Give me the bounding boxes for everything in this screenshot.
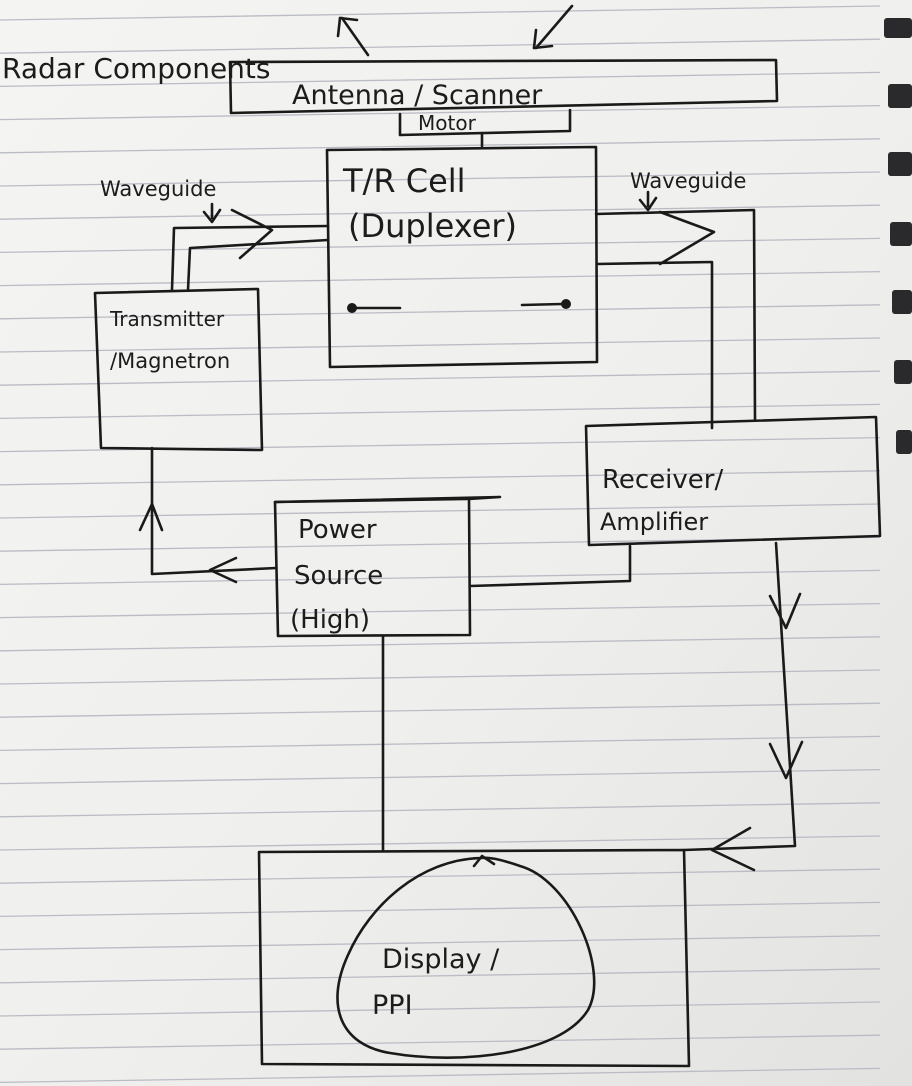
ruled-line	[0, 868, 881, 884]
ruled-line	[0, 1067, 881, 1084]
ruled-line	[0, 934, 881, 951]
display-box: Display / PPI	[257, 848, 691, 1068]
transmitter-box: Transmitter /Magnetron	[93, 287, 264, 452]
receiver-box: Receiver/ Amplifier	[584, 415, 882, 547]
ruled-line	[0, 403, 881, 420]
ruled-line	[0, 569, 881, 586]
ruled-line	[0, 104, 881, 121]
antenna-rotation-arrows	[336, 4, 574, 57]
duplexer-label: (Duplexer)	[348, 207, 517, 245]
waveguide-left: Waveguide	[100, 177, 330, 292]
ruled-line	[0, 71, 881, 88]
amplifier-label: Amplifier	[600, 508, 708, 536]
tr-cell-box: T/R Cell (Duplexer)	[325, 145, 599, 369]
source-label: Source	[294, 561, 383, 591]
waveguide-right-label: Waveguide	[630, 169, 746, 193]
tr-cell-label: T/R Cell	[342, 162, 466, 200]
ruled-line	[0, 602, 881, 619]
spiral-binding	[884, 18, 912, 454]
ruled-line	[0, 237, 881, 254]
ruled-line	[0, 204, 881, 220]
display-label: Display /	[382, 944, 500, 975]
tr-cell-contact-left	[347, 303, 357, 313]
ruled-line	[0, 636, 881, 652]
magnetron-label: /Magnetron	[110, 349, 230, 373]
high-label: (High)	[290, 605, 370, 635]
power-to-transmitter-link	[138, 446, 278, 584]
tr-cell-contact-right	[561, 299, 571, 309]
receiver-label: Receiver/	[602, 465, 723, 495]
power-to-receiver-link	[468, 544, 632, 588]
ruled-line	[0, 901, 881, 918]
ruled-line	[0, 370, 881, 386]
title-radar-components: Radar Components	[2, 52, 271, 85]
ruled-line	[0, 1034, 881, 1050]
ruled-line	[0, 171, 881, 187]
transmitter-label: Transmitter	[109, 307, 225, 331]
ppi-label: PPI	[372, 990, 413, 1021]
ruled-line	[0, 702, 881, 718]
ruled-line	[0, 38, 881, 54]
ruled-line	[0, 304, 881, 320]
ruled-line	[0, 138, 881, 154]
ruled-line	[0, 768, 881, 785]
ruled-line	[0, 270, 881, 287]
antenna-scanner-box: Antenna / Scanner	[228, 58, 779, 115]
motor-label: Motor	[418, 111, 477, 135]
power-source-box: Power Source (High)	[273, 495, 502, 638]
ruled-line	[0, 337, 881, 353]
ruled-line	[0, 470, 881, 486]
ruled-line	[0, 669, 881, 685]
receiver-to-display-link	[682, 541, 804, 872]
waveguide-right: Waveguide	[594, 169, 757, 430]
ruled-line	[0, 802, 881, 818]
ruled-line	[0, 5, 881, 21]
ppi-scope-circle	[336, 856, 596, 1059]
ruled-line	[0, 1001, 881, 1017]
power-label: Power	[298, 515, 377, 545]
ruled-line	[0, 735, 881, 752]
waveguide-left-label: Waveguide	[100, 177, 216, 201]
ruled-line	[0, 968, 881, 984]
antenna-label: Antenna / Scanner	[292, 80, 543, 111]
motor-box: Motor	[398, 108, 572, 148]
